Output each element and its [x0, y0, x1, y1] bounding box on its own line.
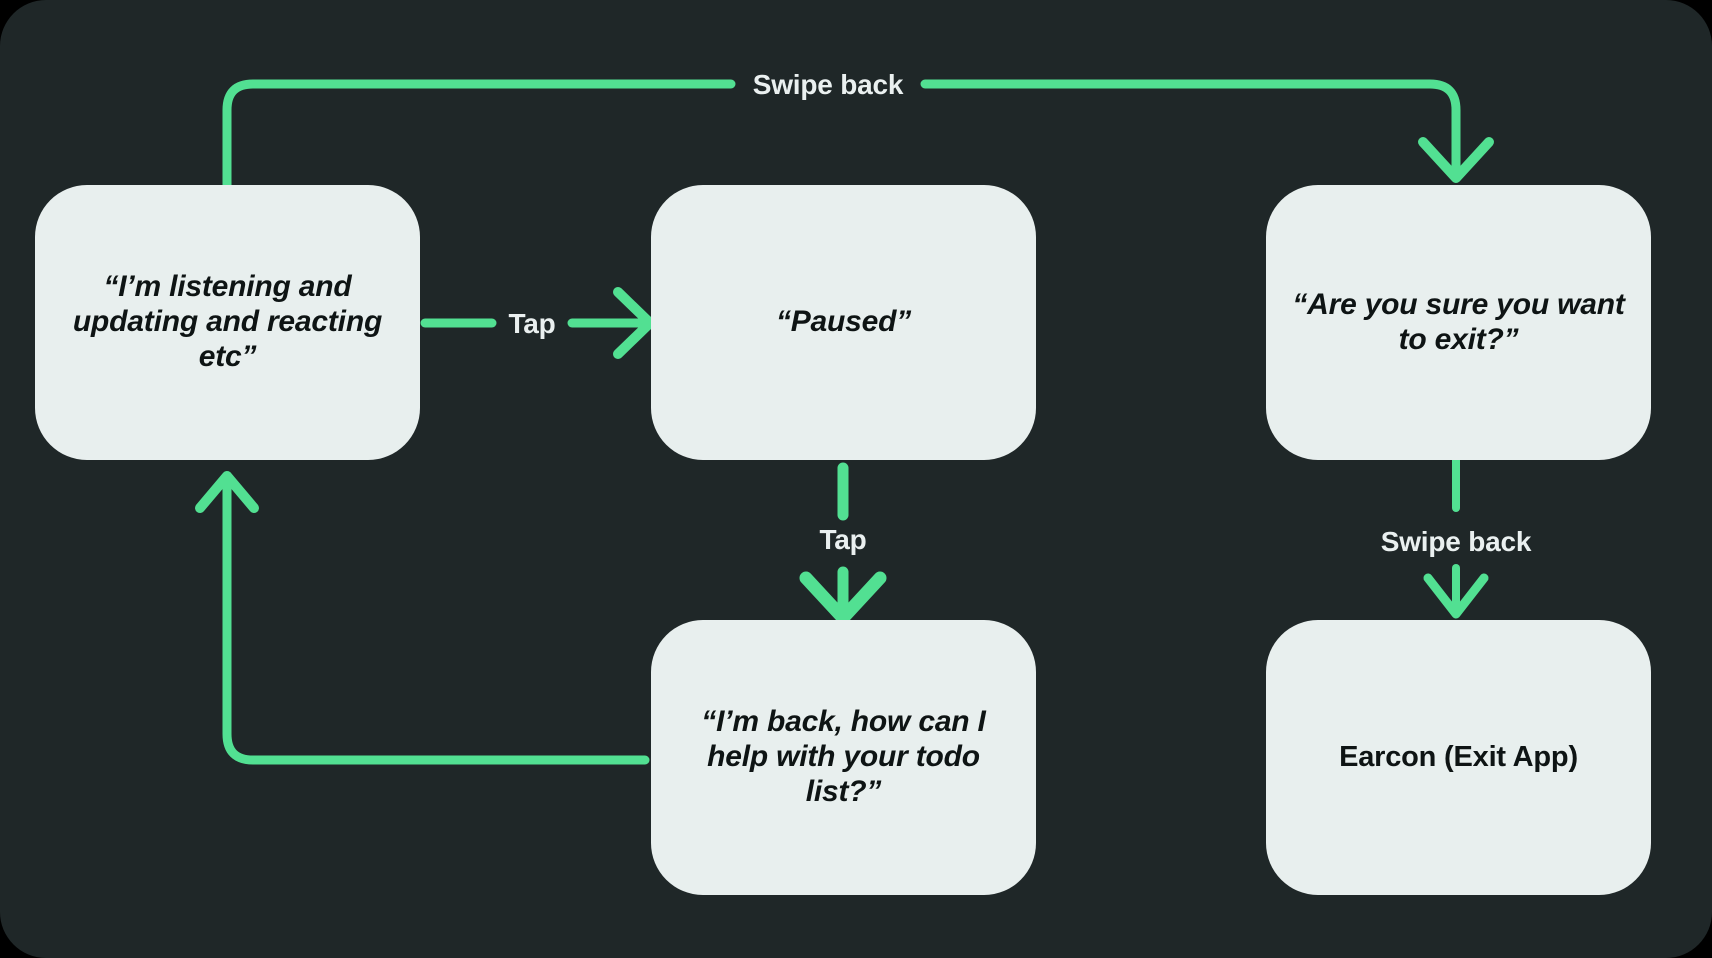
edge-listening-to-confirm-exit-path-2	[920, 79, 1461, 179]
edge-listening-to-confirm-exit-path	[222, 79, 736, 190]
edge-listening-to-confirm-exit-arrowhead	[1418, 137, 1494, 183]
node-im-back[interactable]: “I’m back, how can I help with your todo…	[651, 620, 1036, 895]
node-listening-label: “I’m listening and updating and reacting…	[72, 270, 383, 373]
edge-listening-to-paused-arrowhead	[613, 287, 655, 359]
edge-im-back-to-listening-path	[222, 475, 650, 765]
edge-label-swipe-back-right: Swipe back	[1380, 526, 1532, 557]
node-paused-label: “Paused”	[775, 305, 912, 339]
node-confirm-exit-label: “Are you sure you want to exit?”	[1292, 287, 1625, 356]
node-paused[interactable]: “Paused”	[651, 185, 1036, 460]
edge-label-tap-vertical: Tap	[819, 524, 867, 555]
edge-im-back-to-listening-arrowhead	[195, 471, 259, 513]
node-earcon[interactable]: Earcon (Exit App)	[1266, 620, 1651, 895]
edge-label-tap-horizontal: Tap	[508, 308, 556, 339]
edge-paused-to-im-back-arrowhead	[799, 571, 887, 625]
edge-confirm-exit-to-earcon-arrowhead	[1423, 573, 1489, 619]
node-im-back-label: “I’m back, how can I help with your todo…	[701, 705, 986, 808]
node-listening[interactable]: “I’m listening and updating and reacting…	[35, 185, 420, 460]
edge-label-swipe-back-top: Swipe back	[752, 69, 904, 100]
node-earcon-label: Earcon (Exit App)	[1339, 740, 1578, 773]
node-confirm-exit[interactable]: “Are you sure you want to exit?”	[1266, 185, 1651, 460]
